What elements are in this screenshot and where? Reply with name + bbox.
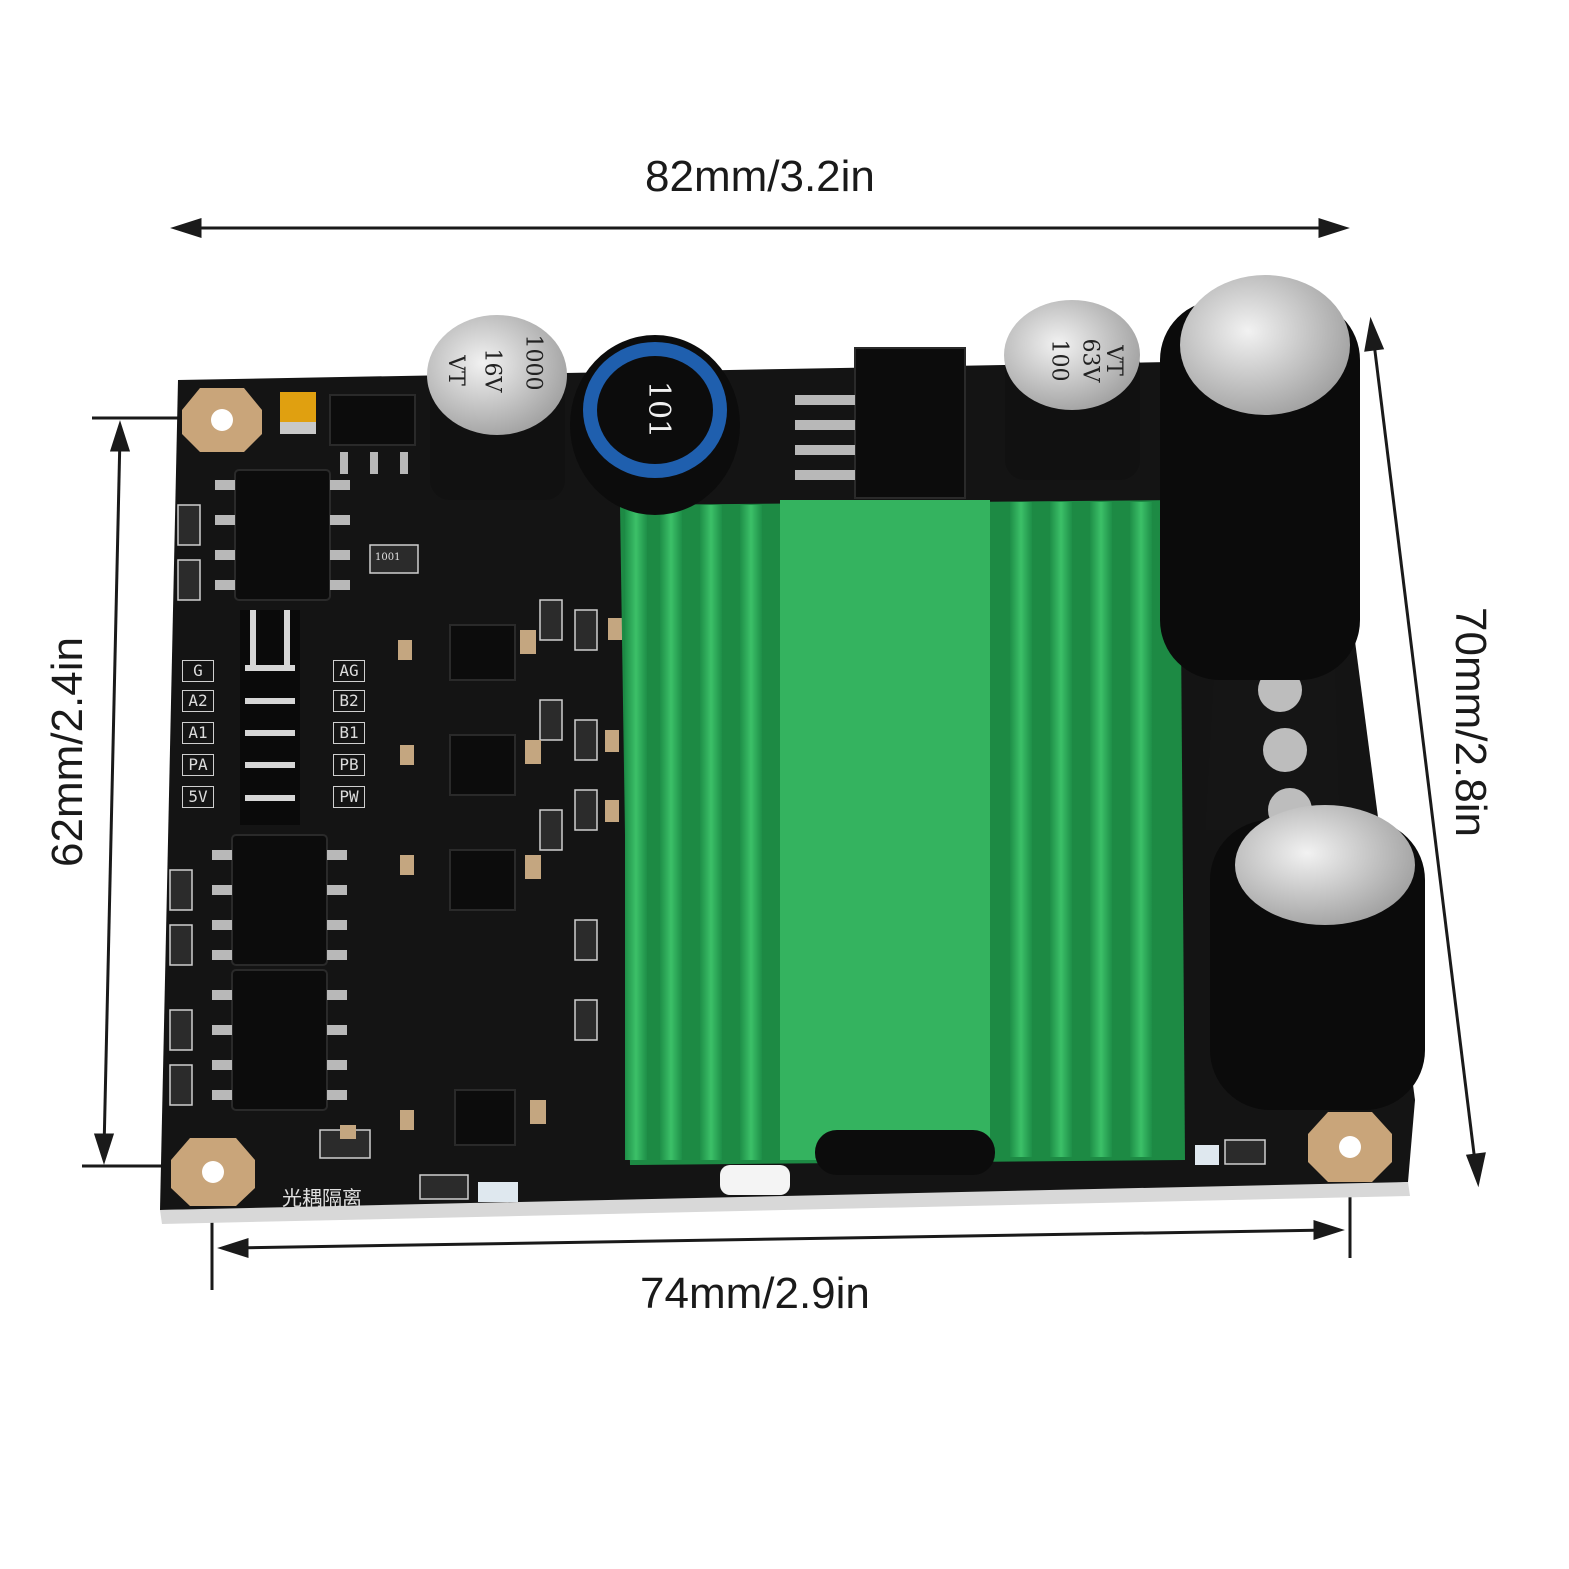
dimension-width-bottom: 74mm/2.9in	[640, 1269, 870, 1318]
isolation-label: 光耦隔离	[282, 1186, 362, 1210]
pin-label-pb: PB	[333, 754, 365, 776]
dimension-height-right: 70mm/2.8in	[1446, 607, 1495, 837]
capacitor-1000uf	[427, 315, 567, 500]
pin-label-a2: A2	[182, 690, 214, 712]
mount-hole-top-left	[182, 388, 262, 452]
dimension-width-top: 82mm/3.2in	[645, 152, 875, 201]
pin-label-ag: AG	[333, 660, 365, 682]
large-capacitor-top	[1160, 275, 1360, 680]
pin-label-pw: PW	[333, 786, 365, 808]
pin-header	[240, 610, 300, 825]
status-leds	[478, 1145, 1219, 1202]
large-capacitor-bottom	[1210, 805, 1425, 1110]
cap-right-line1: 100	[1046, 339, 1072, 382]
mount-hole-bottom-right	[1308, 1112, 1392, 1182]
cap-left-line3: VT	[442, 355, 468, 386]
smd-components	[169, 504, 1266, 1200]
optocoupler-chips	[231, 347, 966, 1146]
dimension-height-left: 62mm/2.4in	[43, 637, 92, 867]
dimension-arrow-top	[170, 217, 1350, 239]
tantalum-cap	[280, 392, 316, 434]
capacitor-100uf	[1004, 300, 1140, 480]
pin-label-5v: 5V	[182, 786, 214, 808]
tan-capacitors	[340, 618, 622, 1139]
pin-label-b2: B2	[333, 690, 365, 712]
cap-right-line2: 63V	[1077, 338, 1103, 383]
dimension-arrow-right	[1364, 316, 1486, 1188]
pin-label-g: G	[182, 660, 214, 682]
cap-right-line3: VT	[1100, 345, 1126, 376]
pin-label-b1: B1	[333, 722, 365, 744]
pin-label-a1: A1	[182, 722, 214, 744]
inductor-label: 101	[641, 380, 677, 439]
dimension-arrow-left	[82, 416, 185, 1168]
mount-hole-bottom-left	[171, 1138, 255, 1206]
chip-leads	[212, 395, 855, 1100]
cap-left-line1: 1000	[520, 334, 546, 391]
cap-left-line2: 16V	[479, 348, 505, 393]
heatsink	[620, 500, 1185, 1195]
pin-label-pa: PA	[182, 754, 214, 776]
inductor	[570, 335, 740, 515]
resistor-code: 1001	[375, 552, 401, 563]
